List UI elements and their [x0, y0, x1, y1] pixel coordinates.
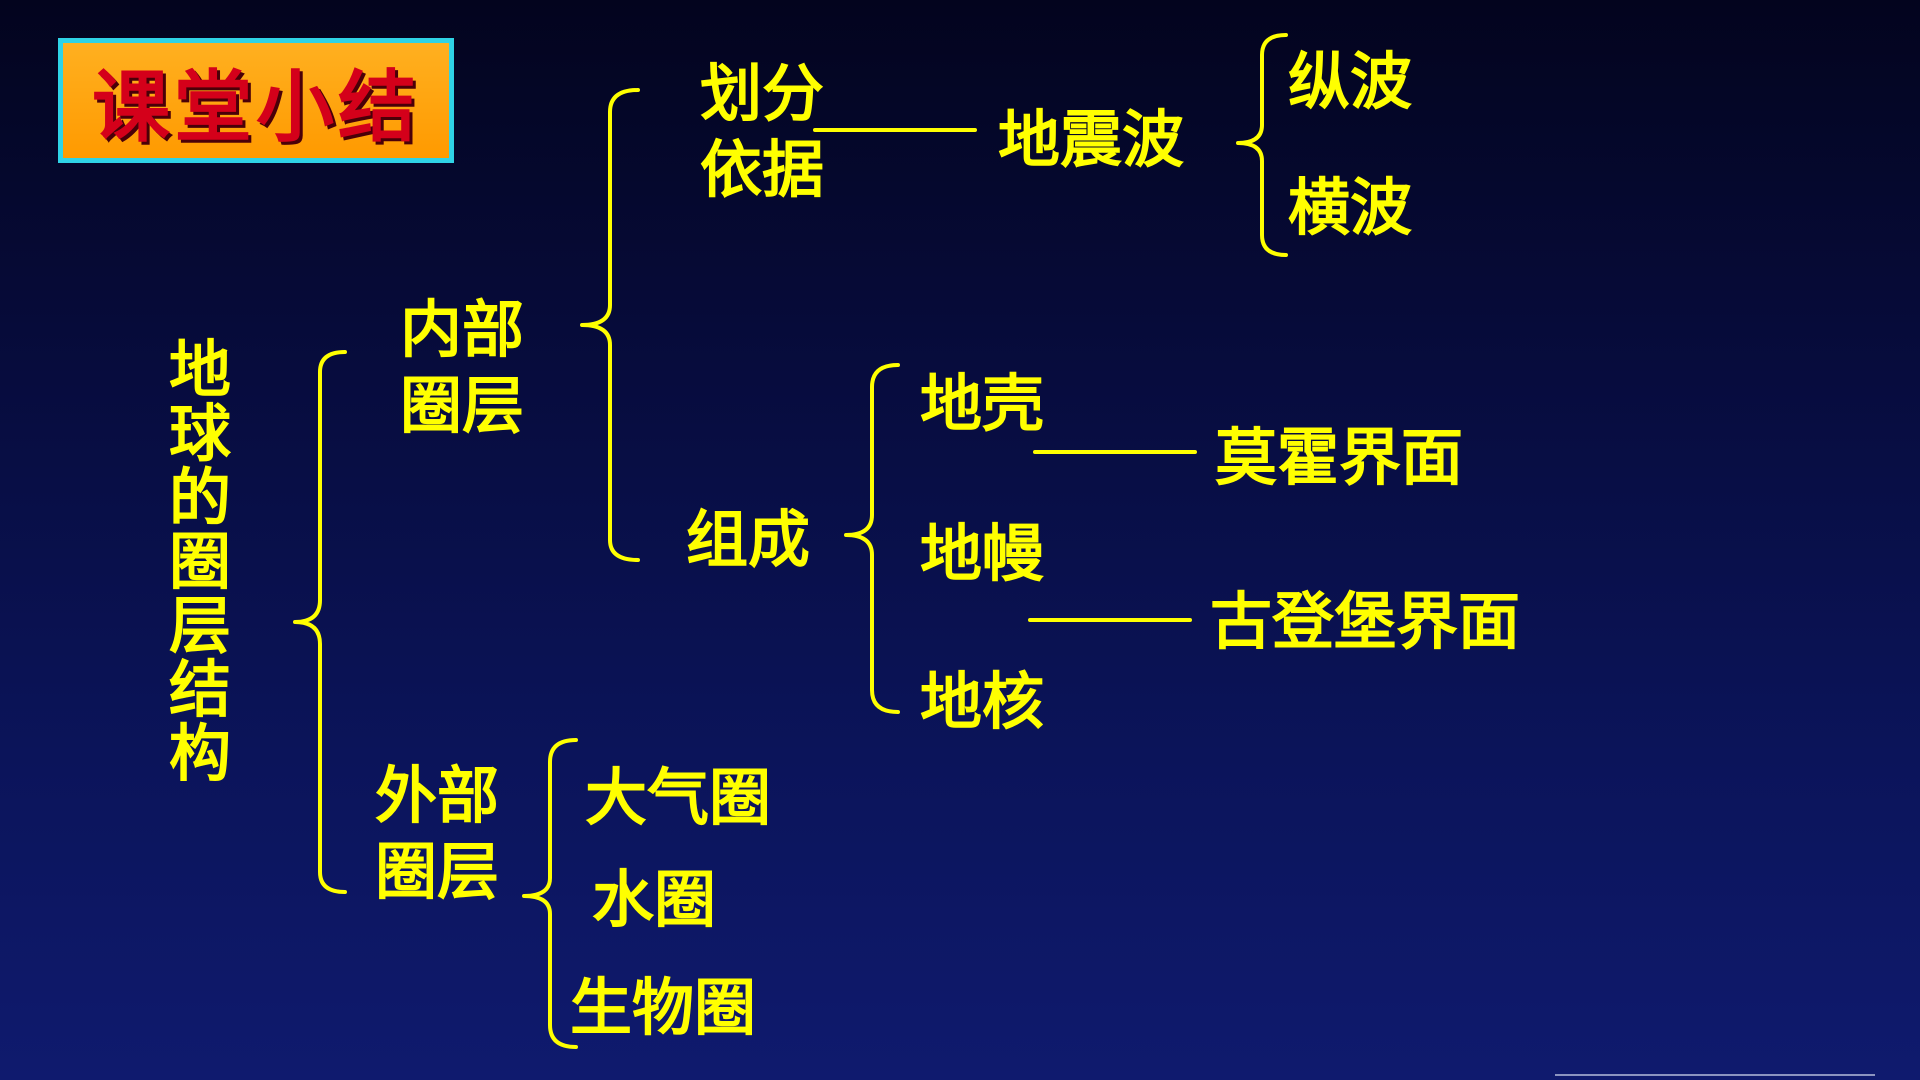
core-label: 地核	[920, 665, 1045, 738]
gutenberg-boundary-label: 古登堡界面	[1210, 585, 1521, 658]
atmosphere-label: 大气圈	[585, 761, 772, 834]
outer-brace	[522, 738, 578, 1049]
moho-boundary-label: 莫霍界面	[1215, 421, 1464, 494]
composition-brace	[844, 363, 900, 714]
outer-sphere-label: 外部圈层	[375, 759, 500, 908]
biosphere-label: 生物圈	[570, 971, 757, 1044]
inner-brace	[580, 88, 640, 562]
slide-title: 课堂小结	[91, 61, 420, 153]
wave-brace	[1236, 33, 1288, 257]
mantle-label: 地幔	[920, 517, 1045, 590]
bottom-rule	[1555, 1074, 1875, 1076]
division-basis-label: 划分依据	[700, 57, 825, 206]
hydrosphere-label: 水圈	[592, 863, 717, 936]
composition-label: 组成	[686, 503, 811, 576]
seismic-wave-label: 地震波	[998, 103, 1185, 176]
p-wave-label: 纵波	[1288, 45, 1413, 118]
s-wave-label: 横波	[1288, 171, 1413, 244]
crust-label: 地壳	[920, 367, 1045, 440]
inner-sphere-label: 内部圈层	[400, 293, 525, 442]
root-label: 地球的圈层结构	[168, 333, 231, 790]
title-box: 课堂小结	[58, 38, 454, 163]
root-brace	[293, 350, 347, 894]
